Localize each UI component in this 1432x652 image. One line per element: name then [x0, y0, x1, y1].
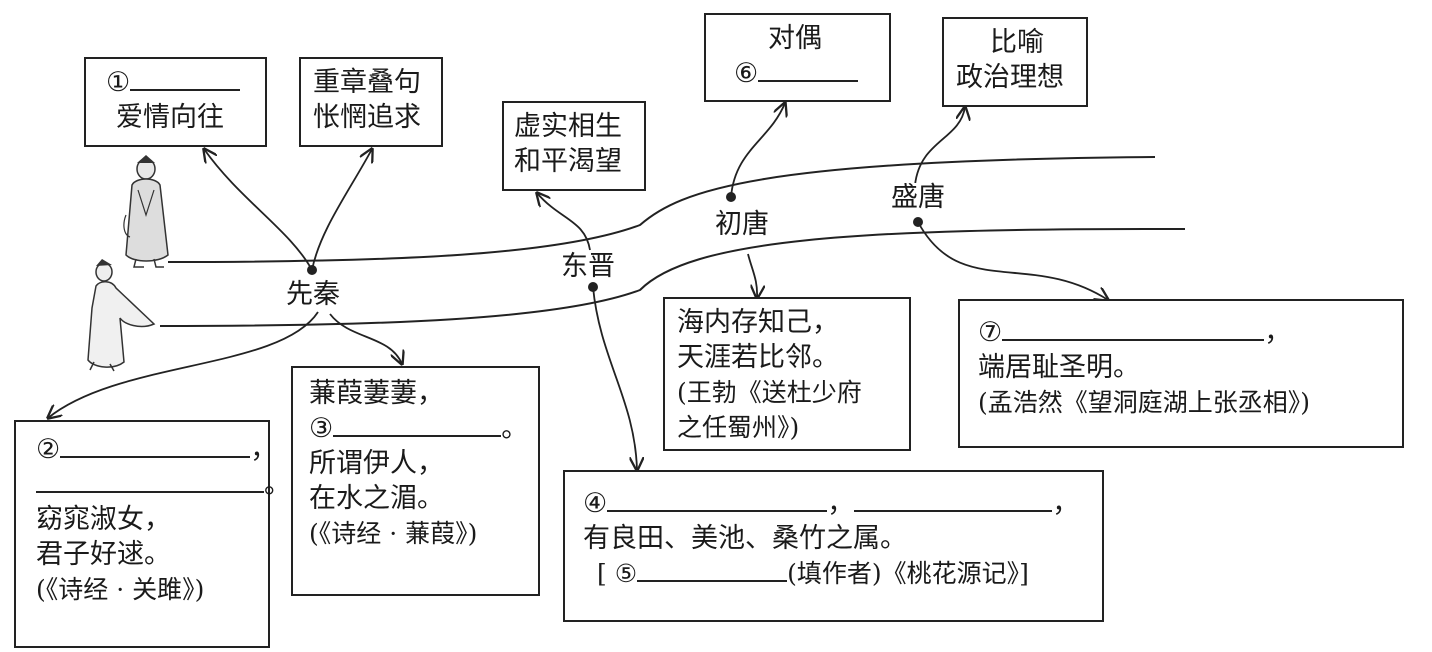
- arrow-to-box1: [204, 149, 313, 271]
- blank-number-1: ①: [106, 67, 131, 98]
- blank-number-3: ③: [309, 413, 334, 444]
- box3-line4: 在水之湄。: [309, 483, 444, 514]
- timeline-upper: [167, 156, 1156, 263]
- arrow-to-box7: [917, 221, 1108, 300]
- box-3: 蒹葭萋萋， ③。 所谓伊人， 在水之湄。 (《诗经 · 蒹葭》): [291, 366, 540, 596]
- wangbo-line2: 天涯若比邻。: [677, 342, 839, 373]
- arrow-to-box3: [329, 313, 402, 364]
- box2-period: 。: [264, 469, 291, 500]
- timeline-lower: [159, 227, 1186, 327]
- node-chutang: [726, 192, 736, 202]
- box4-line1: ④ ， ，: [583, 486, 1102, 521]
- era-label-chutang: 初唐: [712, 210, 772, 240]
- box2-comma: ，: [250, 434, 278, 465]
- box-2: ②， 。 窈窕淑女， 君子好逑。 (《诗经 · 关雎》): [14, 420, 291, 648]
- box-7: ⑦， 端居耻圣明。 (孟浩然《望洞庭湖上张丞相》): [958, 299, 1404, 448]
- blank-number-4: ④: [583, 488, 608, 519]
- answer-blank-5[interactable]: [637, 558, 788, 582]
- box7-line1: ⑦，: [978, 315, 1402, 350]
- answer-blank-3[interactable]: [333, 413, 502, 437]
- blank-number-7: ⑦: [978, 317, 1003, 348]
- box-6: 对偶 ⑥: [704, 13, 891, 102]
- box4-comma1: ，: [827, 488, 855, 519]
- box-4: ④ ， ， 有良田、美池、桑竹之属。 [ ⑤ (填作者)《桃花源记》]: [563, 470, 1104, 622]
- answer-blank-1[interactable]: [130, 67, 241, 91]
- box3-line1: 蒹葭萋萋，: [309, 378, 444, 409]
- answer-blank-6[interactable]: [758, 58, 859, 82]
- answer-blank-7[interactable]: [1002, 317, 1265, 341]
- chongzhang-line2: 怅惘追求: [313, 102, 421, 133]
- blank-number-2: ②: [36, 434, 61, 465]
- scholar-figure-upper: [123, 155, 169, 268]
- wangbo-line4: 之任蜀州》): [677, 413, 800, 442]
- arrow-to-box4: [592, 286, 637, 470]
- answer-blank-4a[interactable]: [607, 488, 828, 512]
- box4-line3: [ ⑤ (填作者)《桃花源记》]: [583, 556, 1102, 591]
- wangbo-line3: (王勃《送杜少府: [677, 378, 862, 407]
- arrow-to-wangbo-box: [747, 253, 757, 298]
- box4-bracket-close: ]: [1019, 559, 1029, 588]
- box2-line1: ②，: [36, 432, 277, 467]
- answer-blank-4b[interactable]: [854, 488, 1053, 512]
- arrow-to-xushi-box: [537, 193, 591, 251]
- blank-number-5: ⑤: [614, 559, 638, 588]
- box4-fill-hint: (填作者)《桃花源记》: [787, 559, 1020, 588]
- chongzhang-line1: 重章叠句: [313, 67, 421, 98]
- biyu-line1: 比喻: [990, 27, 1044, 58]
- xushi-line1: 虚实相生: [514, 111, 622, 142]
- box3-source: (《诗经 · 蒹葭》): [309, 519, 478, 548]
- era-label-dongjin: 东晋: [558, 252, 618, 282]
- box-xushi: 虚实相生 和平渴望: [502, 101, 646, 191]
- blank-number-6: ⑥: [734, 58, 759, 89]
- era-label-shengtang: 盛唐: [888, 183, 948, 213]
- box1-line2: 爱情向往: [116, 102, 224, 133]
- box2-line4: 君子好逑。: [36, 539, 171, 570]
- answer-blank-2a[interactable]: [60, 434, 251, 458]
- box-wangbo: 海内存知己， 天涯若比邻。 (王勃《送杜少府 之任蜀州》): [663, 297, 911, 451]
- box2-source: (《诗经 · 关雎》): [36, 575, 205, 604]
- box-1: ① 爱情向往: [84, 57, 267, 147]
- arrow-to-xiqin-box: [311, 149, 372, 271]
- box3-period: 。: [501, 413, 529, 444]
- biyu-line2: 政治理想: [956, 62, 1064, 93]
- node-xianqin: [307, 265, 317, 275]
- box4-line2: 有良田、美池、桑竹之属。: [583, 523, 907, 554]
- box4-bracket-open: [: [597, 559, 607, 588]
- node-shengtang: [913, 217, 923, 227]
- box7-source: (孟浩然《望洞庭湖上张丞相》): [978, 388, 1311, 417]
- arrow-to-box2: [48, 311, 319, 418]
- arrow-to-biyu-box: [914, 107, 965, 186]
- box6-line1: 对偶: [768, 23, 822, 54]
- box3-line2: ③。: [309, 411, 538, 446]
- answer-blank-2b[interactable]: [36, 469, 264, 493]
- era-label-xianqin: 先秦: [283, 280, 343, 310]
- box7-comma: ，: [1264, 317, 1292, 348]
- scholar-figure-lower: [87, 259, 156, 372]
- box4-comma2: ，: [1052, 488, 1080, 519]
- box6-line2: ⑥: [734, 56, 889, 91]
- arrow-to-box6: [730, 103, 785, 198]
- box2-line2: 。: [36, 467, 291, 502]
- xushi-line2: 和平渴望: [514, 146, 622, 177]
- box3-line3: 所谓伊人，: [309, 448, 444, 479]
- box1-line1: ①: [106, 65, 265, 100]
- box2-line3: 窈窕淑女，: [36, 504, 171, 535]
- wangbo-line1: 海内存知己，: [677, 307, 839, 338]
- box-biyu: 比喻 政治理想: [942, 17, 1088, 107]
- box7-line2: 端居耻圣明。: [978, 352, 1140, 383]
- box-chongzhang: 重章叠句 怅惘追求: [299, 57, 443, 147]
- node-dongjin: [588, 282, 598, 292]
